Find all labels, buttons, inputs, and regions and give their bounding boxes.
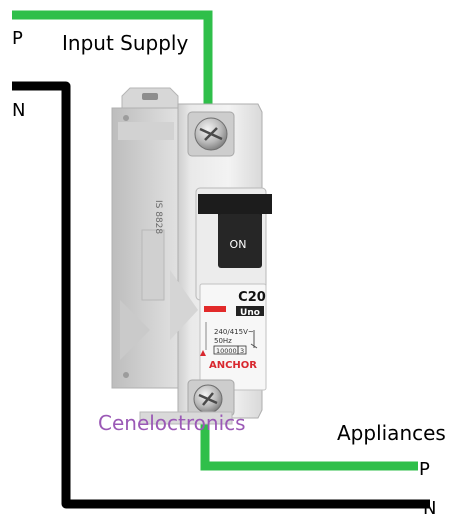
on-toggle: ON <box>198 194 272 268</box>
watermark-label: Ceneloctronics <box>98 411 246 435</box>
voltage-label: 240/415V~ <box>214 328 254 336</box>
side-code: IS 8828 <box>153 200 163 234</box>
input-supply-label: Input Supply <box>62 31 188 55</box>
neutral-wire <box>12 81 430 509</box>
bottom-phase-label: P <box>419 459 430 480</box>
top-phase-label: P <box>12 28 23 49</box>
trip-indicator <box>204 306 226 312</box>
bottom-neutral-label: N <box>423 498 436 519</box>
phase-input-wire <box>12 10 213 120</box>
rating-label: C20 <box>238 290 266 305</box>
class-mark: 3 <box>240 347 244 355</box>
phase-output-wire <box>200 420 418 471</box>
breaking-capacity-label: 10000 <box>216 347 237 355</box>
toggle-label: ON <box>230 238 247 251</box>
appliances-label: Appliances <box>337 421 446 445</box>
brand-label: ANCHOR <box>209 360 257 371</box>
mcb-breaker: IS 8828 ON C20 Uno 240/415V~ 50Hz 10000 … <box>111 87 272 425</box>
series-label: Uno <box>240 308 260 318</box>
top-neutral-label: N <box>12 100 25 121</box>
frequency-label: 50Hz <box>214 337 232 345</box>
